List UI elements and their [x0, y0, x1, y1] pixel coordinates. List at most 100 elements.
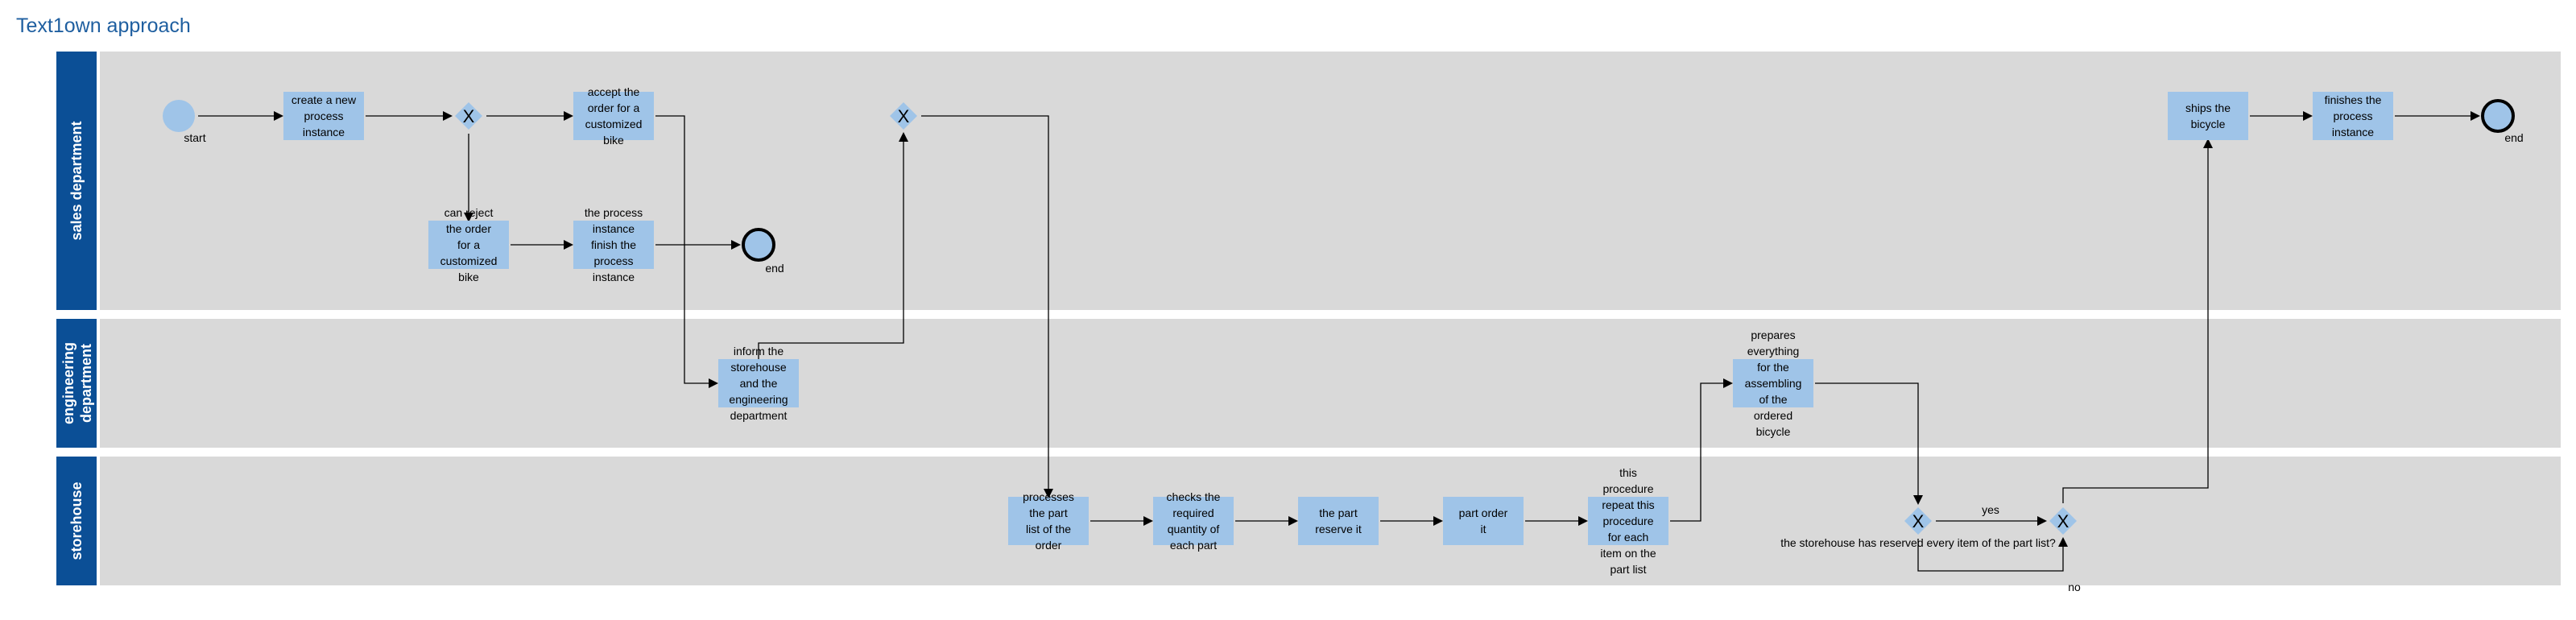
task-label-line: storehouse — [730, 361, 786, 374]
gateway-gw1[interactable]: X — [455, 102, 482, 130]
task-label-line: for each — [1608, 531, 1649, 544]
task-label-line: for a — [457, 238, 480, 251]
task-label-line: part order — [1459, 506, 1508, 519]
task-label-line: repeat this — [1602, 498, 1654, 511]
task-label-line: finish the — [591, 238, 636, 251]
task-box — [283, 92, 364, 140]
page-title: Text1own approach — [16, 14, 191, 37]
sequence-flow-repeat-to-prepares — [1670, 378, 1733, 522]
task-label-line: ships the — [2185, 101, 2231, 114]
task-label-line: the part — [1319, 506, 1358, 519]
task-label-line: procedure — [1602, 482, 1653, 495]
lane-sales: sales department — [56, 52, 2561, 310]
task-label-line: the part — [1029, 506, 1068, 519]
task-label-line: process — [2333, 110, 2372, 122]
task-box — [1008, 497, 1089, 545]
sequence-flow-prepares-to-gw3 — [1815, 382, 1923, 505]
task-label-line: bike — [603, 134, 624, 147]
task-box — [1733, 359, 1813, 407]
sequence-flow-gw2-to-process_part — [921, 115, 1053, 498]
node-label-end2: end — [2504, 131, 2523, 144]
start-event-circle — [163, 100, 195, 132]
task-label-line: instance — [593, 271, 635, 283]
task-label-line: inform the — [734, 345, 784, 358]
task-label-line: accept the — [588, 85, 640, 98]
task-box — [2313, 92, 2393, 140]
lane-body-engineering — [100, 319, 2561, 448]
task-label-line: assembling — [1745, 377, 1802, 390]
task-label-line: order — [1036, 539, 1062, 552]
lane-header-sales — [56, 52, 97, 310]
end-event-end2[interactable]: end — [2481, 99, 2524, 144]
task-box — [1153, 497, 1234, 545]
task-label-line: process — [304, 110, 343, 122]
task-label-line: it — [1481, 523, 1486, 535]
lane-header-engineering — [56, 319, 97, 448]
end-event-end1[interactable]: end — [742, 228, 784, 275]
task-label-line: create a new — [292, 93, 357, 106]
task-box — [2168, 92, 2248, 140]
task-label-line: department — [730, 409, 788, 422]
task-label-line: and the — [740, 377, 778, 390]
node-label-end1: end — [765, 262, 784, 275]
task-box — [1588, 497, 1668, 545]
task-label-line: required — [1172, 506, 1214, 519]
task-box — [1298, 497, 1379, 545]
task-partorder[interactable]: part order it — [1443, 497, 1524, 545]
task-label-line: can reject — [444, 206, 494, 219]
task-label-line: procedure — [1602, 515, 1653, 527]
exclusive-gateway-x-icon: X — [2057, 511, 2069, 531]
task-label-line: item on the — [1600, 547, 1656, 560]
task-label-line: the process — [585, 206, 643, 219]
task-box — [1443, 497, 1524, 545]
task-label-line: bicycle — [1756, 425, 1791, 438]
task-label-line: bicycle — [2191, 118, 2226, 130]
task-label-line: instance — [2332, 126, 2374, 138]
task-label-line: reserve it — [1315, 523, 1362, 535]
task-label-line: processes — [1023, 490, 1074, 503]
exclusive-gateway-x-icon: X — [898, 106, 910, 126]
task-label-line: order for a — [588, 101, 640, 114]
task-label-line: customized — [585, 118, 643, 130]
gateway-diamond — [1904, 507, 1932, 535]
gateway-gw2[interactable]: X — [890, 102, 917, 130]
task-box — [573, 221, 654, 269]
task-label-line: everything — [1747, 345, 1800, 358]
lane-header-storehouse — [56, 457, 97, 585]
lane-label-sales: sales department — [68, 121, 85, 240]
task-ships[interactable]: ships the bicycle — [2168, 92, 2248, 140]
exclusive-gateway-x-icon: X — [1912, 511, 1925, 531]
task-label-line: part list — [1610, 563, 1646, 576]
task-label-line: each part — [1170, 539, 1217, 552]
node-label-gw3: the storehouse has reserved every item o… — [1780, 536, 2056, 549]
task-finishes[interactable]: finishes the process instance — [2313, 92, 2393, 140]
sequence-flow-gw3-to-gw4 — [1917, 537, 2068, 572]
task-reserve[interactable]: the part reserve it — [1298, 497, 1379, 545]
task-label-line: bike — [458, 271, 479, 283]
gateway-diamond — [2049, 507, 2077, 535]
task-label-line: instance — [593, 222, 635, 235]
start-event-start[interactable]: start — [163, 100, 206, 144]
exclusive-gateway-x-icon: X — [463, 106, 475, 126]
sequence-flow-gw4-to-ships — [2062, 138, 2213, 503]
task-box — [428, 221, 509, 269]
task-box — [718, 359, 799, 407]
task-label-line: prepares — [1751, 329, 1795, 341]
task-accept[interactable]: accept the order for a customized bike — [573, 85, 654, 147]
gateway-gw4[interactable]: X — [2049, 507, 2077, 535]
sequence-flow-inform-to-gw2 — [758, 132, 908, 359]
task-label-line: finishes the — [2325, 93, 2382, 106]
sequence-flow-accept-to-inform — [655, 115, 718, 388]
